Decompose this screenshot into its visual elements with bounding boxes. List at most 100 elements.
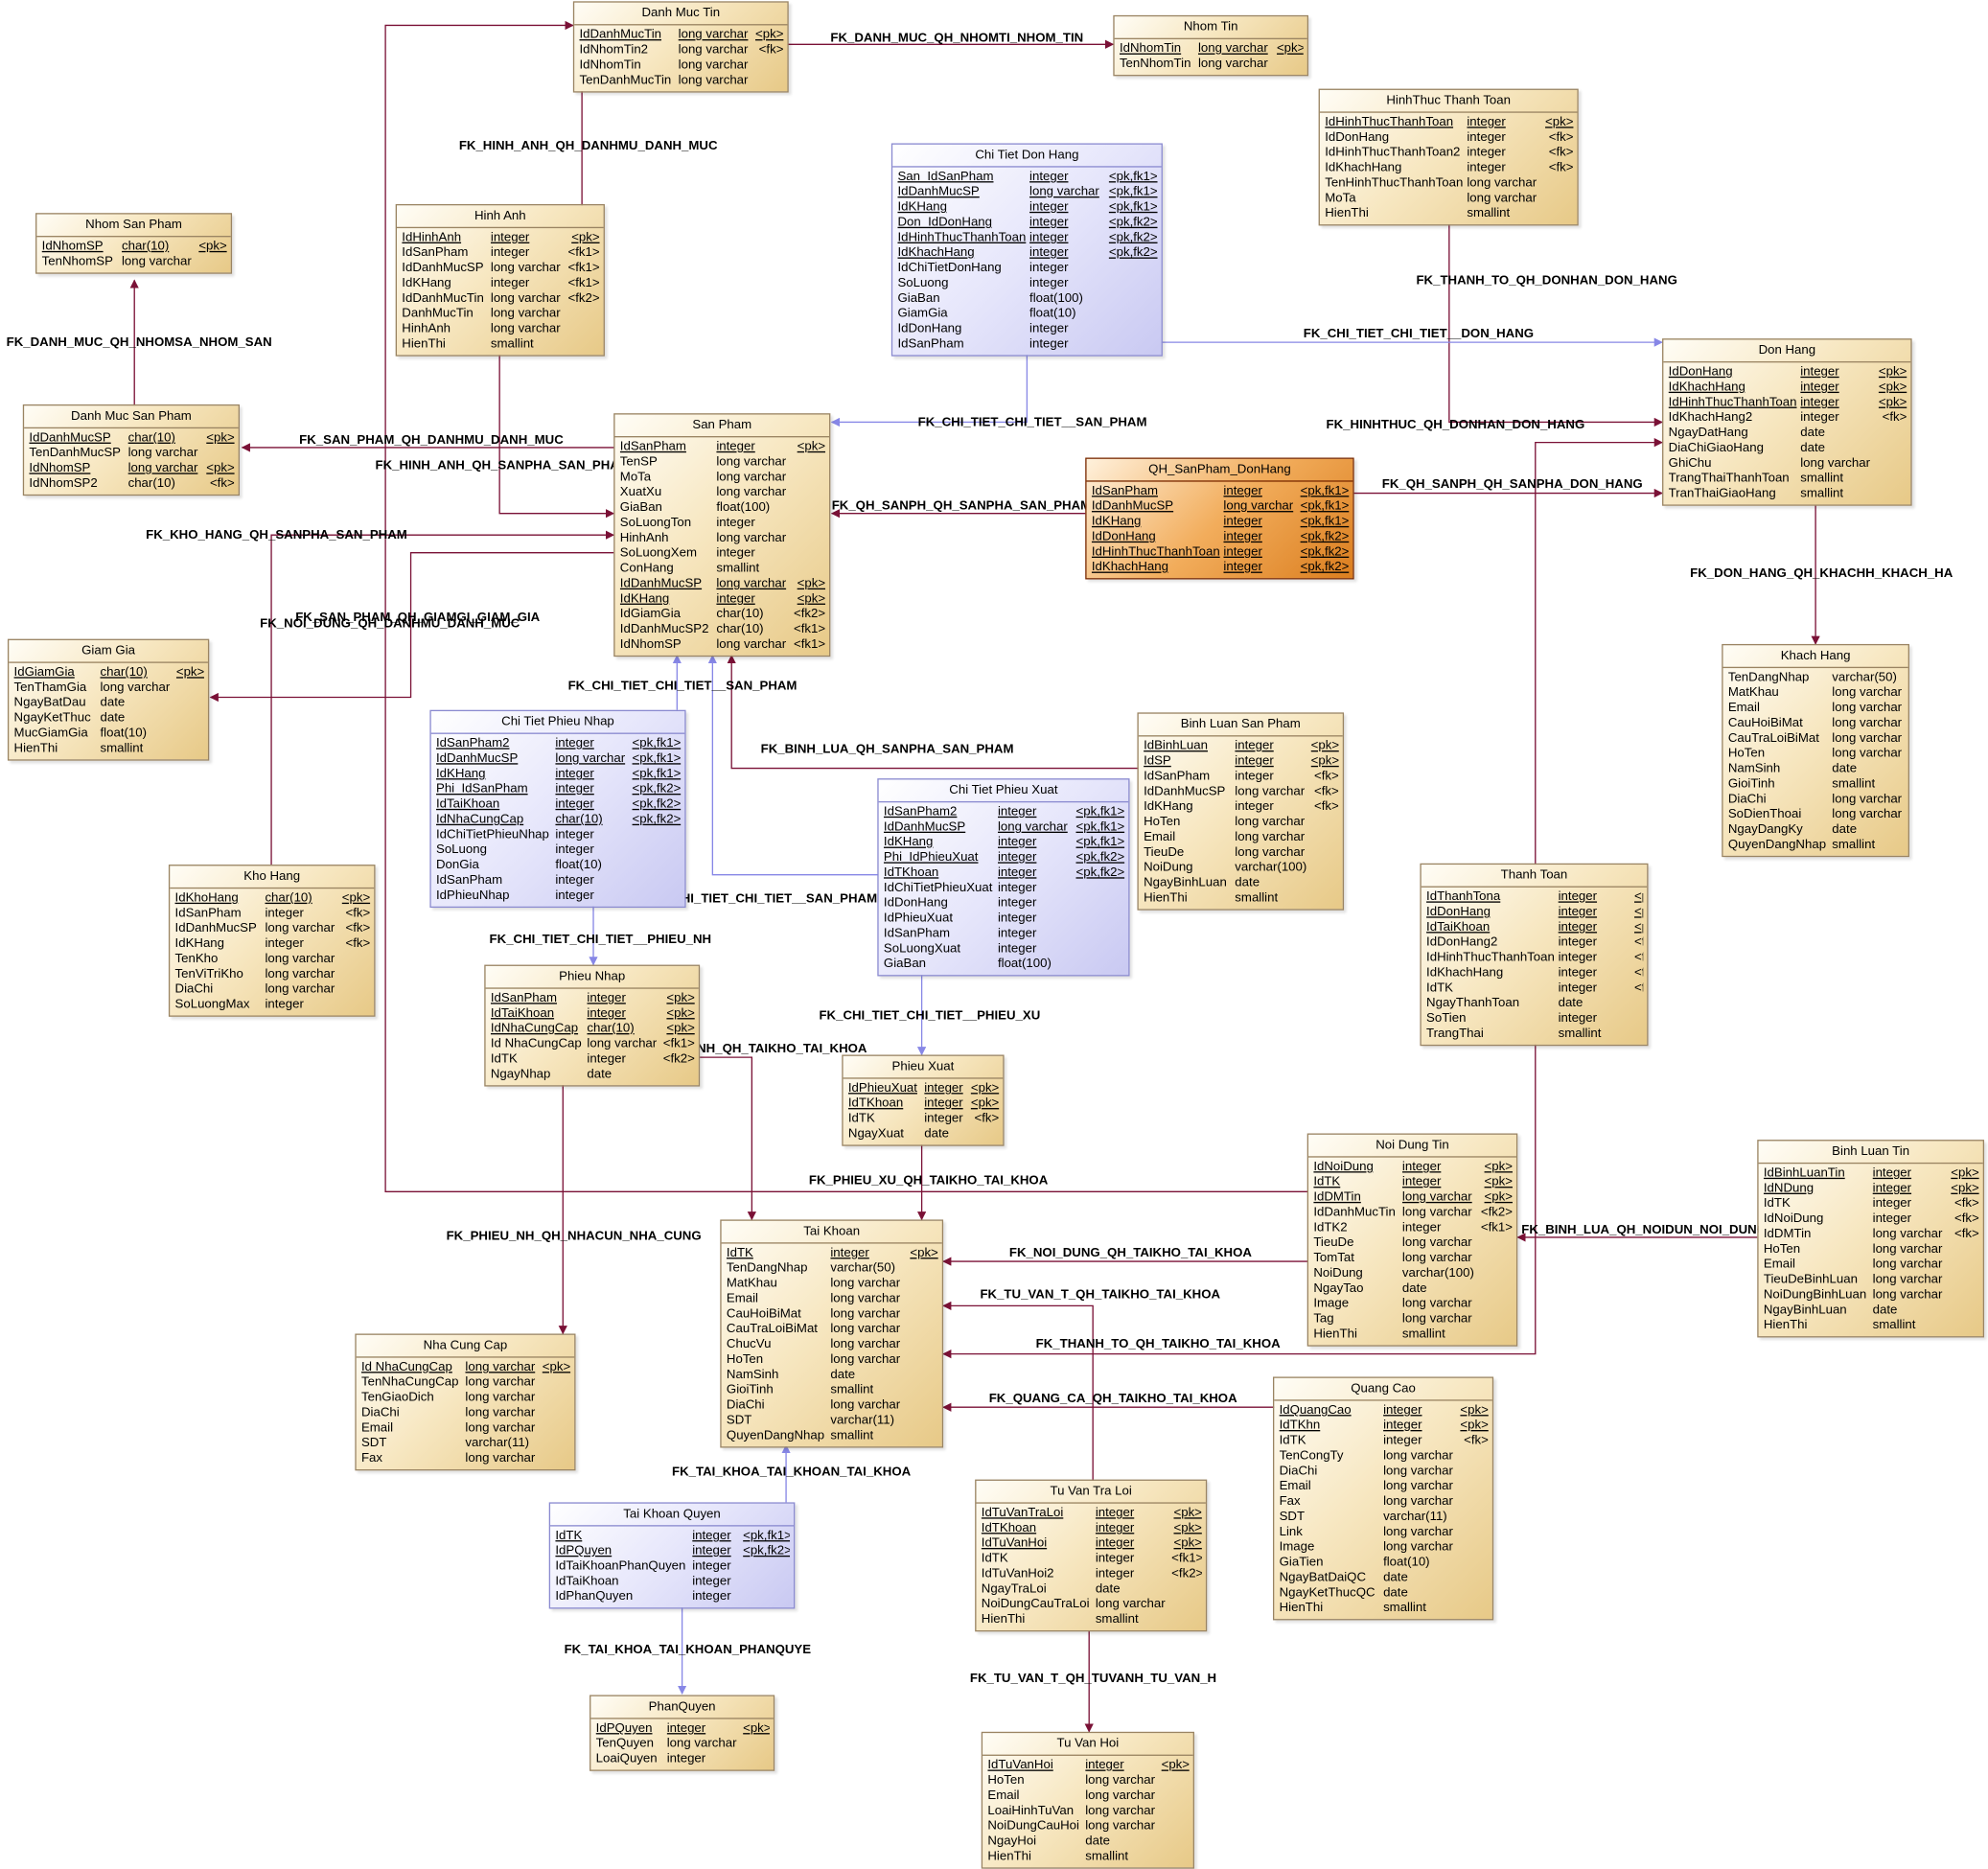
column-key [1171,1598,1202,1613]
column-name: SoLuongTon [619,516,692,530]
column-type: long varchar [1800,456,1871,471]
column-type: integer [692,1589,731,1604]
column-name: DiaChi [174,982,214,997]
column-name: IdChiTietDonHang [897,261,1002,276]
column-name: GhiChu [1668,456,1712,471]
column-key [1478,1312,1513,1327]
column-type: long varchar [1401,1235,1472,1251]
column-key: <pk> [1878,395,1907,410]
relationship-label: FK_SAN_PHAM_QH_GIAMGI_GIAM_GIA [295,611,541,626]
column-key: <pk,fk2> [743,1544,791,1558]
column-key [1311,815,1339,830]
relationship-label: FK_TU_VAN_T_QH_TAIKHO_TAI_KHOA [980,1287,1221,1303]
column-type: integer [997,911,1037,926]
column-key [754,58,783,74]
column-key [907,1323,938,1338]
column-key [743,1590,790,1605]
column-type: integer [587,1006,626,1021]
column-key [1459,1525,1488,1540]
column-key: <pk,fk1> [1300,499,1350,514]
column-name: IdDanhMucSP [1144,784,1226,799]
column-type: integer [997,941,1037,957]
column-name: ConHang [619,561,674,576]
column-name: HoTen [726,1352,764,1367]
column-key [1877,441,1907,456]
relationship-label: FK_DON_HANG_QH_KHACHH_KHACH_HA [1690,566,1953,581]
column-type: integer [555,827,594,842]
column-type: integer [692,1558,731,1574]
column-key: <fk2> [793,607,826,622]
column-key [197,255,226,270]
column-type: long varchar [830,1397,901,1413]
column-key: <fk1> [793,637,826,652]
column-key [566,337,599,353]
column-name: LoaiHinhTuVan [987,1804,1075,1818]
column-name: GioiTinh [1727,776,1775,792]
column-key [743,1575,790,1590]
column-name: SoDienThoai [1727,807,1802,822]
relationship-label: FK_TAI_KHOA_TAI_KHOAN_PHANQUYE [564,1643,812,1657]
column-type: smallint [1558,1027,1602,1041]
column-name: IdTaiKhoan [436,796,500,812]
column-name: IdKHang [883,835,934,850]
column-name: IdDonHang2 [1426,935,1498,950]
column-key: <pk> [206,461,235,476]
column-name: Link [1279,1525,1303,1539]
entity-thanh-toan[interactable]: Thanh ToanIdThanhTonainteger<pk>IdDonHan… [1420,863,1649,1047]
column-type: integer [830,1246,869,1260]
column-key: <pk> [1173,1536,1202,1551]
column-type: integer [1223,515,1262,529]
column-type: integer [924,1081,963,1096]
